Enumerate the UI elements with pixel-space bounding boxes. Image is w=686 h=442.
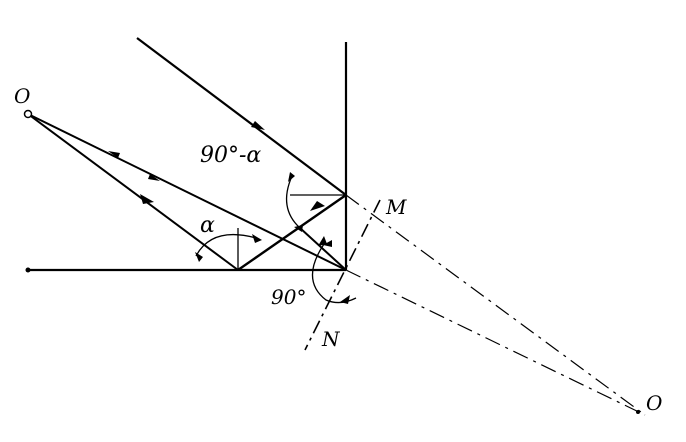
ray-arrow-top — [251, 121, 265, 130]
label-point-m: M — [385, 195, 407, 219]
source-point — [23, 109, 33, 119]
short-ray-corner — [299, 227, 347, 271]
angle-alpha-arc — [195, 234, 257, 257]
image-point — [636, 410, 640, 414]
extension-line-upper — [345, 194, 646, 416]
angle-right-arrow-top — [323, 240, 332, 247]
angle-alpha-arrow-left — [195, 252, 203, 262]
ray-arrow-double-a — [108, 151, 120, 158]
ray-arrow-double-b — [148, 174, 160, 181]
ray-o-to-corner — [27, 113, 347, 271]
label-source-point: O — [14, 84, 30, 108]
angle-alpha-arrow-right — [252, 234, 262, 243]
label-angle-alpha: α — [200, 213, 215, 238]
label-angle-right: 90° — [271, 285, 306, 309]
label-point-n: N — [321, 327, 341, 351]
extension-line-lower — [345, 269, 646, 416]
reflected-ray-up — [237, 194, 347, 271]
angle-small-arrow — [318, 236, 327, 246]
ray-arrow-reflected — [310, 201, 325, 211]
angle-right-arrow-bottom — [340, 295, 350, 304]
angle-right-arc — [311, 243, 357, 304]
ray-o-to-horizontal — [27, 113, 239, 271]
angle-complement-arrow-bottom — [294, 225, 303, 232]
angle-complement-arc — [285, 175, 301, 229]
label-image-point: O — [646, 391, 662, 415]
line-mn — [304, 199, 381, 351]
angle-complement-arrow-top — [288, 172, 295, 182]
label-angle-complement: 90°-α — [200, 143, 261, 168]
incoming-ray-top — [136, 37, 347, 196]
ray-arrow-o-down — [140, 194, 154, 204]
mirror-end-dot — [25, 267, 31, 273]
